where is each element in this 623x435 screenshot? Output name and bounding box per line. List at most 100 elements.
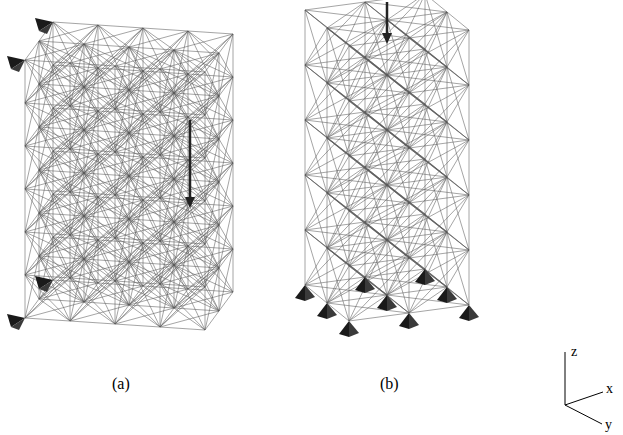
lattice-bar [327, 75, 387, 83]
lattice-bar [39, 170, 84, 216]
lattice-bar [327, 226, 368, 249]
lattice-bar [188, 64, 204, 75]
lattice-bar [188, 31, 233, 77]
lattice-bar [365, 255, 406, 278]
lattice-bar [143, 276, 159, 287]
lattice-bar [305, 175, 327, 248]
lattice-bar [84, 87, 100, 120]
lattice-bar [174, 83, 190, 94]
lattice-bar [428, 163, 469, 196]
lattice-bar [409, 287, 447, 313]
lattice-bar [84, 87, 129, 133]
lattice-bar [129, 176, 159, 190]
lattice-bar [349, 226, 368, 267]
lattice-bar [143, 157, 159, 190]
lattice-bar [349, 101, 368, 116]
lattice-bar [327, 263, 346, 304]
lattice-bar [409, 250, 469, 313]
lattice-bar [98, 101, 114, 112]
lattice-bar [174, 93, 190, 126]
lattice-bar [39, 55, 69, 85]
load-arrows [185, 2, 392, 208]
lattice-bar [387, 12, 447, 75]
lattice-bar [160, 212, 190, 242]
lattice-bar [409, 108, 428, 149]
lattice-bar [387, 12, 447, 20]
lattice-bar [39, 41, 40, 84]
lattice-bar [84, 249, 100, 260]
lattice-bar [84, 130, 100, 163]
lattice-bar [115, 238, 145, 252]
lattice-bar [428, 273, 469, 306]
lattice-bar [305, 65, 365, 112]
lattice-bar [365, 2, 425, 49]
lattice-bar [53, 151, 69, 184]
lattice-bar [327, 28, 349, 101]
lattice-bar [365, 2, 387, 75]
lattice-bar [98, 111, 129, 133]
lattice-bar [84, 25, 98, 44]
lattice-bar [365, 145, 406, 168]
lattice-bar [409, 177, 447, 203]
lattice-bar [114, 273, 130, 306]
lattice-bar [129, 133, 159, 147]
lattice-bar [84, 273, 114, 303]
lattice-bar [55, 74, 71, 107]
lattice-bar [327, 83, 349, 156]
support-symbol [365, 277, 375, 293]
lattice-bar [129, 219, 145, 252]
lattice-bar [98, 273, 114, 284]
lattice-bar [39, 41, 53, 65]
lattice-bar [406, 145, 447, 178]
lattice-bar [204, 150, 220, 183]
lattice-bar [447, 232, 448, 287]
lattice-bar [25, 146, 55, 160]
lattice-bar [174, 222, 205, 244]
lattice-bar [143, 114, 174, 136]
support-symbol [377, 295, 387, 311]
lattice-bar [70, 278, 115, 324]
lattice-bar [327, 240, 387, 248]
lattice-bar [174, 169, 190, 180]
lattice-bar [387, 53, 428, 76]
lattice-bar [98, 111, 114, 144]
lattice-bar [204, 193, 234, 207]
lattice-bar [143, 243, 159, 276]
lattice-bar [115, 166, 145, 196]
lattice-bar [387, 20, 409, 93]
lattice-bar [55, 235, 71, 246]
lattice-bar [115, 152, 145, 166]
lattice-bar [406, 49, 425, 90]
lattice-bar [190, 115, 206, 126]
lattice-bar [233, 163, 234, 206]
support-symbol [459, 305, 469, 321]
lattice-bar [53, 151, 98, 197]
lattice-bar [174, 93, 204, 107]
lattice-bar [84, 216, 129, 262]
lattice-bar [349, 46, 368, 61]
lattice-bar [39, 299, 70, 321]
lattice-bar [159, 61, 175, 94]
lattice-bar [409, 38, 428, 53]
lattice-bar [114, 230, 130, 263]
lattice-bar [39, 170, 53, 194]
lattice-bar [469, 140, 470, 195]
lattice-bar [174, 50, 219, 96]
y-axis [565, 405, 602, 424]
lattice-bar [219, 225, 233, 249]
lattice-bar [305, 230, 306, 285]
lattice-bar [145, 295, 161, 328]
lattice-bar [174, 265, 190, 298]
lattice-bar [365, 2, 406, 35]
lattice-bar [98, 240, 143, 286]
lattice-bar [143, 114, 159, 147]
lattice-bar [39, 74, 55, 85]
lattice-bar [409, 305, 469, 313]
lattice-bar [25, 60, 26, 103]
lattice-bar [98, 187, 114, 198]
lattice-bar [98, 197, 129, 219]
lattice-bar [447, 177, 469, 250]
lattice-bar [69, 44, 85, 55]
lattice-bar [233, 77, 234, 120]
lattice-bar [219, 34, 233, 96]
